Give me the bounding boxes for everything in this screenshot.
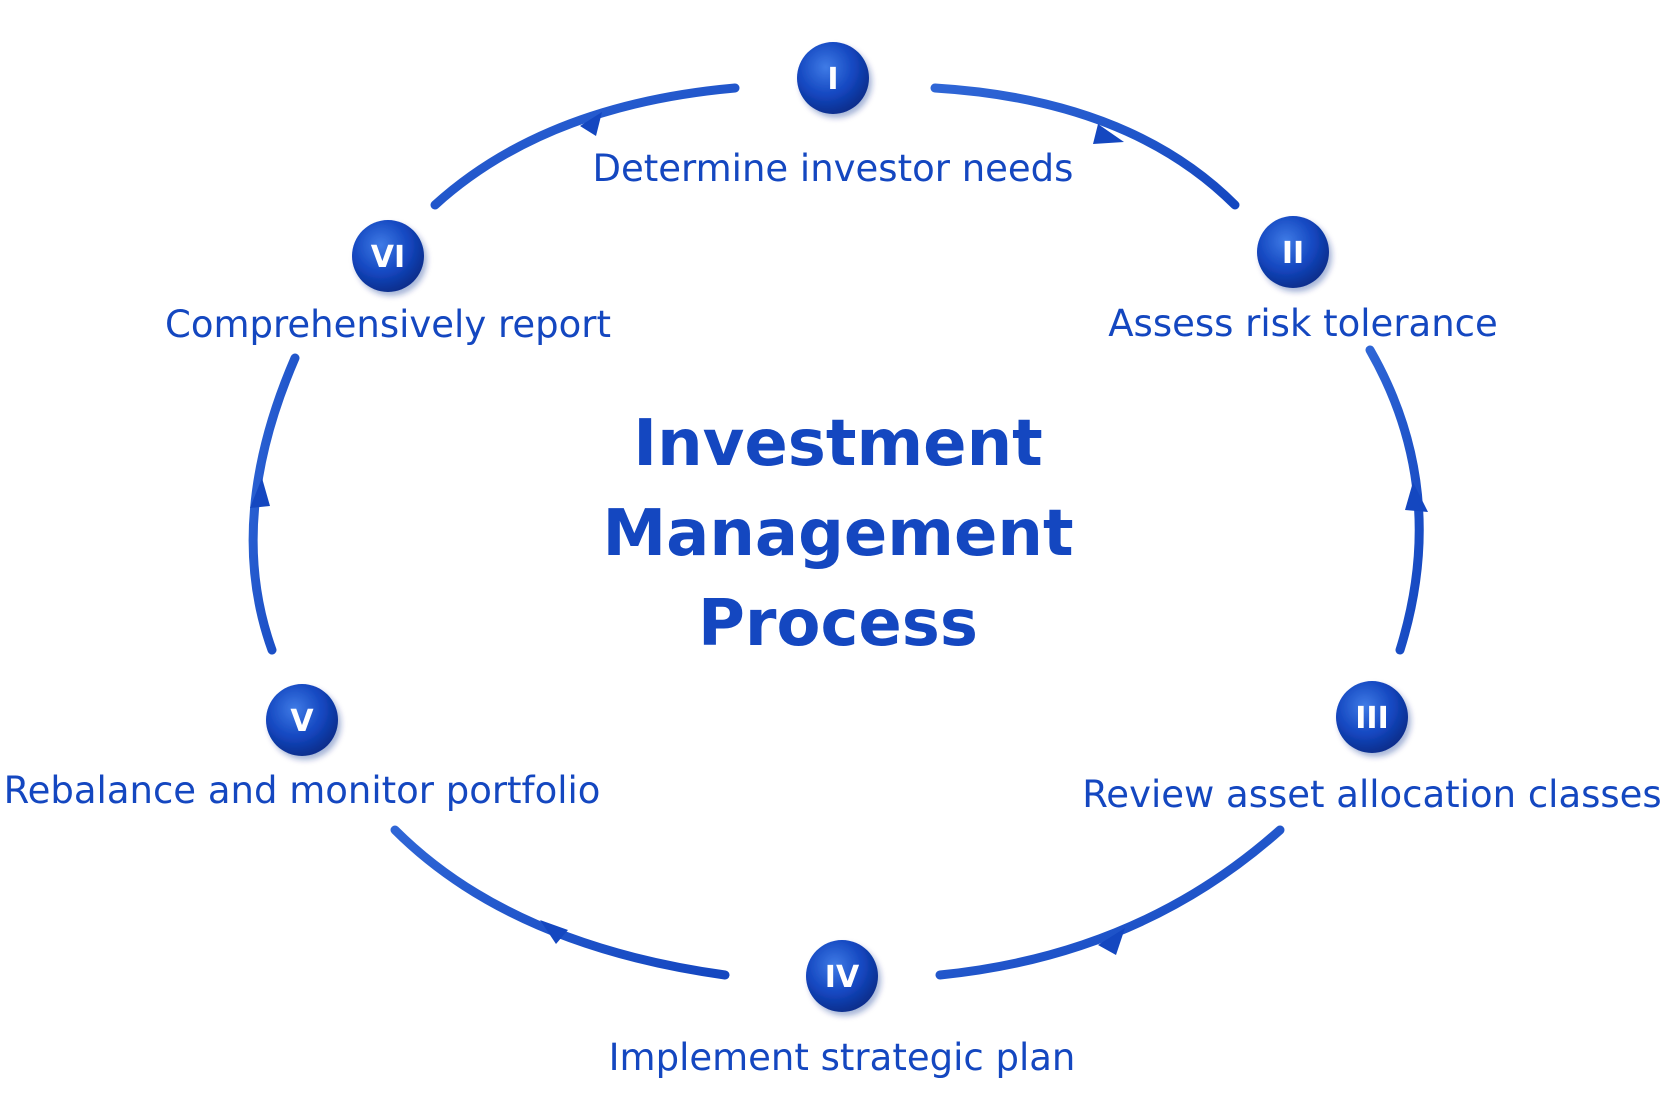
step-2: II Assess risk tolerance <box>1108 216 1498 345</box>
arrow-iv-to-v <box>390 825 730 980</box>
step-4-label: Implement strategic plan <box>609 1036 1076 1079</box>
arrow-iii-to-iv <box>935 825 1285 980</box>
arrowhead-i-to-ii-icon <box>1093 124 1124 144</box>
step-3: III Review asset allocation classes <box>1082 681 1660 816</box>
step-3-label: Review asset allocation classes <box>1082 773 1660 816</box>
step-5: V Rebalance and monitor portfolio <box>4 684 601 812</box>
arrowhead-ii-to-iii-icon <box>1405 482 1428 512</box>
step-2-label: Assess risk tolerance <box>1108 302 1498 345</box>
step-6-numeral: VI <box>371 240 405 275</box>
cycle-arrows <box>248 83 1424 980</box>
step-5-numeral: V <box>290 704 314 739</box>
step-2-badge <box>1257 216 1329 288</box>
title-line-3: Process <box>698 587 978 661</box>
arrowhead-vi-to-i-icon <box>580 112 602 136</box>
step-6-label: Comprehensively report <box>165 303 611 346</box>
step-3-numeral: III <box>1355 701 1389 736</box>
arrow-vi-to-i <box>430 83 740 210</box>
step-2-numeral: II <box>1282 236 1304 271</box>
step-4-numeral: IV <box>825 960 860 995</box>
step-6: VI Comprehensively report <box>165 220 611 346</box>
step-5-badge <box>266 684 338 756</box>
step-1-label: Determine investor needs <box>593 147 1074 190</box>
step-4: IV Implement strategic plan <box>609 940 1076 1079</box>
step-1-numeral: I <box>827 62 838 97</box>
step-6-badge <box>352 220 424 292</box>
step-1: I Determine investor needs <box>593 42 1074 190</box>
arrowhead-iii-to-iv-icon <box>1098 928 1125 955</box>
cycle-arrowheads <box>250 112 1428 955</box>
arrowhead-v-to-vi-icon <box>250 478 270 508</box>
arrowhead-iv-to-v-icon <box>540 920 568 944</box>
step-4-badge <box>806 940 878 1012</box>
diagram-title: Investment Management Process <box>602 407 1073 661</box>
step-1-badge <box>797 42 869 114</box>
arrow-i-to-ii <box>930 83 1240 210</box>
arrow-v-to-vi <box>248 353 300 655</box>
title-line-1: Investment <box>633 407 1042 481</box>
step-5-label: Rebalance and monitor portfolio <box>4 769 601 812</box>
step-3-badge <box>1336 681 1408 753</box>
title-line-2: Management <box>602 497 1073 571</box>
